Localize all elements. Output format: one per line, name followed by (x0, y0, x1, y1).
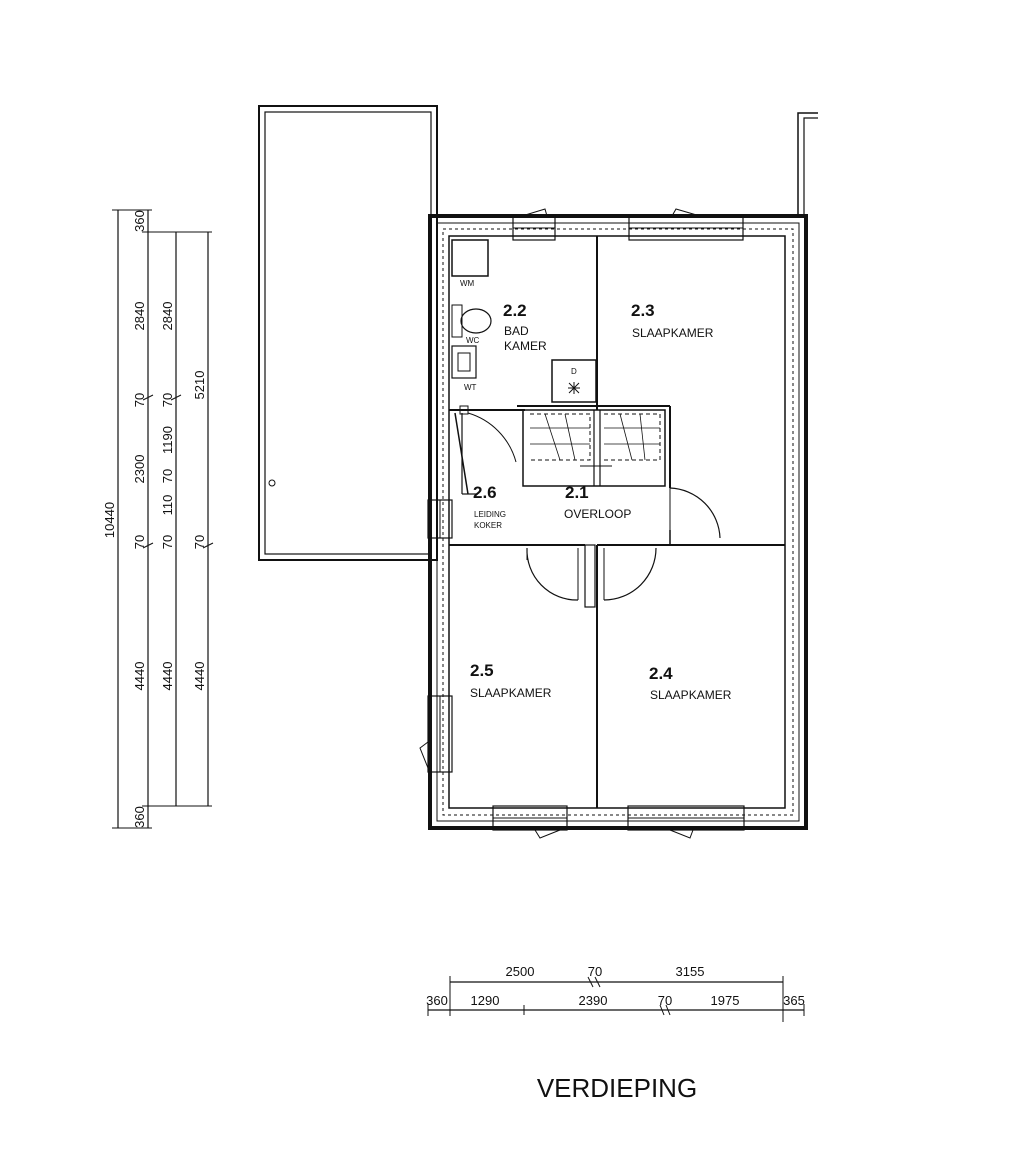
dim-label: 2840 (132, 302, 147, 331)
partitions (449, 236, 785, 808)
dim-label: 70 (132, 393, 147, 407)
room-number: 2.2 (503, 301, 527, 320)
sink-fixture (451, 345, 477, 379)
neighbour-wall (797, 112, 818, 218)
doors (454, 412, 721, 601)
dim-label: 5210 (192, 371, 207, 400)
bottom-dimensions (427, 976, 805, 1022)
dim-label: 360 (132, 806, 147, 828)
drain-label: D (571, 367, 577, 376)
dim-label: 70 (132, 535, 147, 549)
dim-label: 70 (160, 469, 175, 483)
room-2-4-label: 2.4 SLAAPKAMER (649, 664, 732, 702)
dim-label: 70 (588, 964, 602, 979)
room-2-3-label: 2.3 SLAAPKAMER (631, 301, 714, 340)
room-name: OVERLOOP (564, 507, 631, 521)
dim-label: 360 (132, 210, 147, 232)
washer-label: WM (460, 279, 475, 288)
room-2-5-label: 2.5 SLAAPKAMER (470, 661, 552, 700)
dim-label: 2390 (579, 993, 608, 1008)
bottom-dimension-labels: 2500 70 3155 360 1290 2390 70 1975 365 (426, 964, 805, 1008)
dim-label: 4440 (132, 662, 147, 691)
room-number: 2.5 (470, 661, 494, 680)
windows (419, 208, 745, 839)
dim-label: 4440 (192, 662, 207, 691)
room-name: SLAAPKAMER (470, 686, 552, 700)
dim-label: 2840 (160, 302, 175, 331)
dim-label: 1290 (471, 993, 500, 1008)
balcony-outline (258, 105, 438, 561)
outer-walls (428, 214, 808, 830)
dim-label: 360 (426, 993, 448, 1008)
drawing-title: VERDIEPING (537, 1073, 697, 1103)
dim-overall-label: 10440 (102, 502, 117, 538)
dim-label: 110 (160, 495, 175, 516)
room-2-6-label: 2.6 LEIDING KOKER (473, 483, 506, 530)
room-name: SLAAPKAMER (650, 688, 732, 702)
left-dimension-labels: 360 2840 70 2300 70 4440 360 2840 70 119… (102, 210, 207, 828)
room-2-1-label: 2.1 OVERLOOP (564, 483, 631, 521)
room-name-line2: KAMER (504, 339, 547, 353)
washer-fixture (451, 239, 489, 277)
room-number: 2.6 (473, 483, 497, 502)
dim-label: 1975 (711, 993, 740, 1008)
dim-label: 1190 (160, 426, 175, 454)
room-number: 2.1 (565, 483, 589, 502)
room-name: SLAAPKAMER (632, 326, 714, 340)
dim-label: 70 (658, 993, 672, 1008)
room-number: 2.4 (649, 664, 673, 683)
dim-label: 2500 (506, 964, 535, 979)
left-dimensions (112, 209, 214, 829)
room-2-2-label: 2.2 BAD KAMER (503, 301, 547, 353)
shower-tray (551, 359, 597, 403)
room-name: BAD (504, 324, 529, 338)
dim-label: 365 (783, 993, 805, 1008)
bathroom-fixtures (451, 239, 597, 415)
room-name: LEIDING (474, 510, 506, 519)
dim-label: 2300 (132, 455, 147, 484)
room-name-line2: KOKER (474, 521, 502, 530)
sink-label: WT (464, 383, 477, 392)
dim-label: 4440 (160, 662, 175, 691)
room-number: 2.3 (631, 301, 655, 320)
staircase (522, 409, 666, 487)
dim-label: 3155 (676, 964, 705, 979)
dim-label: 70 (192, 535, 207, 549)
toilet-tank (451, 304, 463, 338)
dim-label: 70 (160, 393, 175, 407)
dim-label: 70 (160, 535, 175, 549)
toilet-bowl (460, 308, 492, 334)
toilet-label: WC (466, 336, 480, 345)
